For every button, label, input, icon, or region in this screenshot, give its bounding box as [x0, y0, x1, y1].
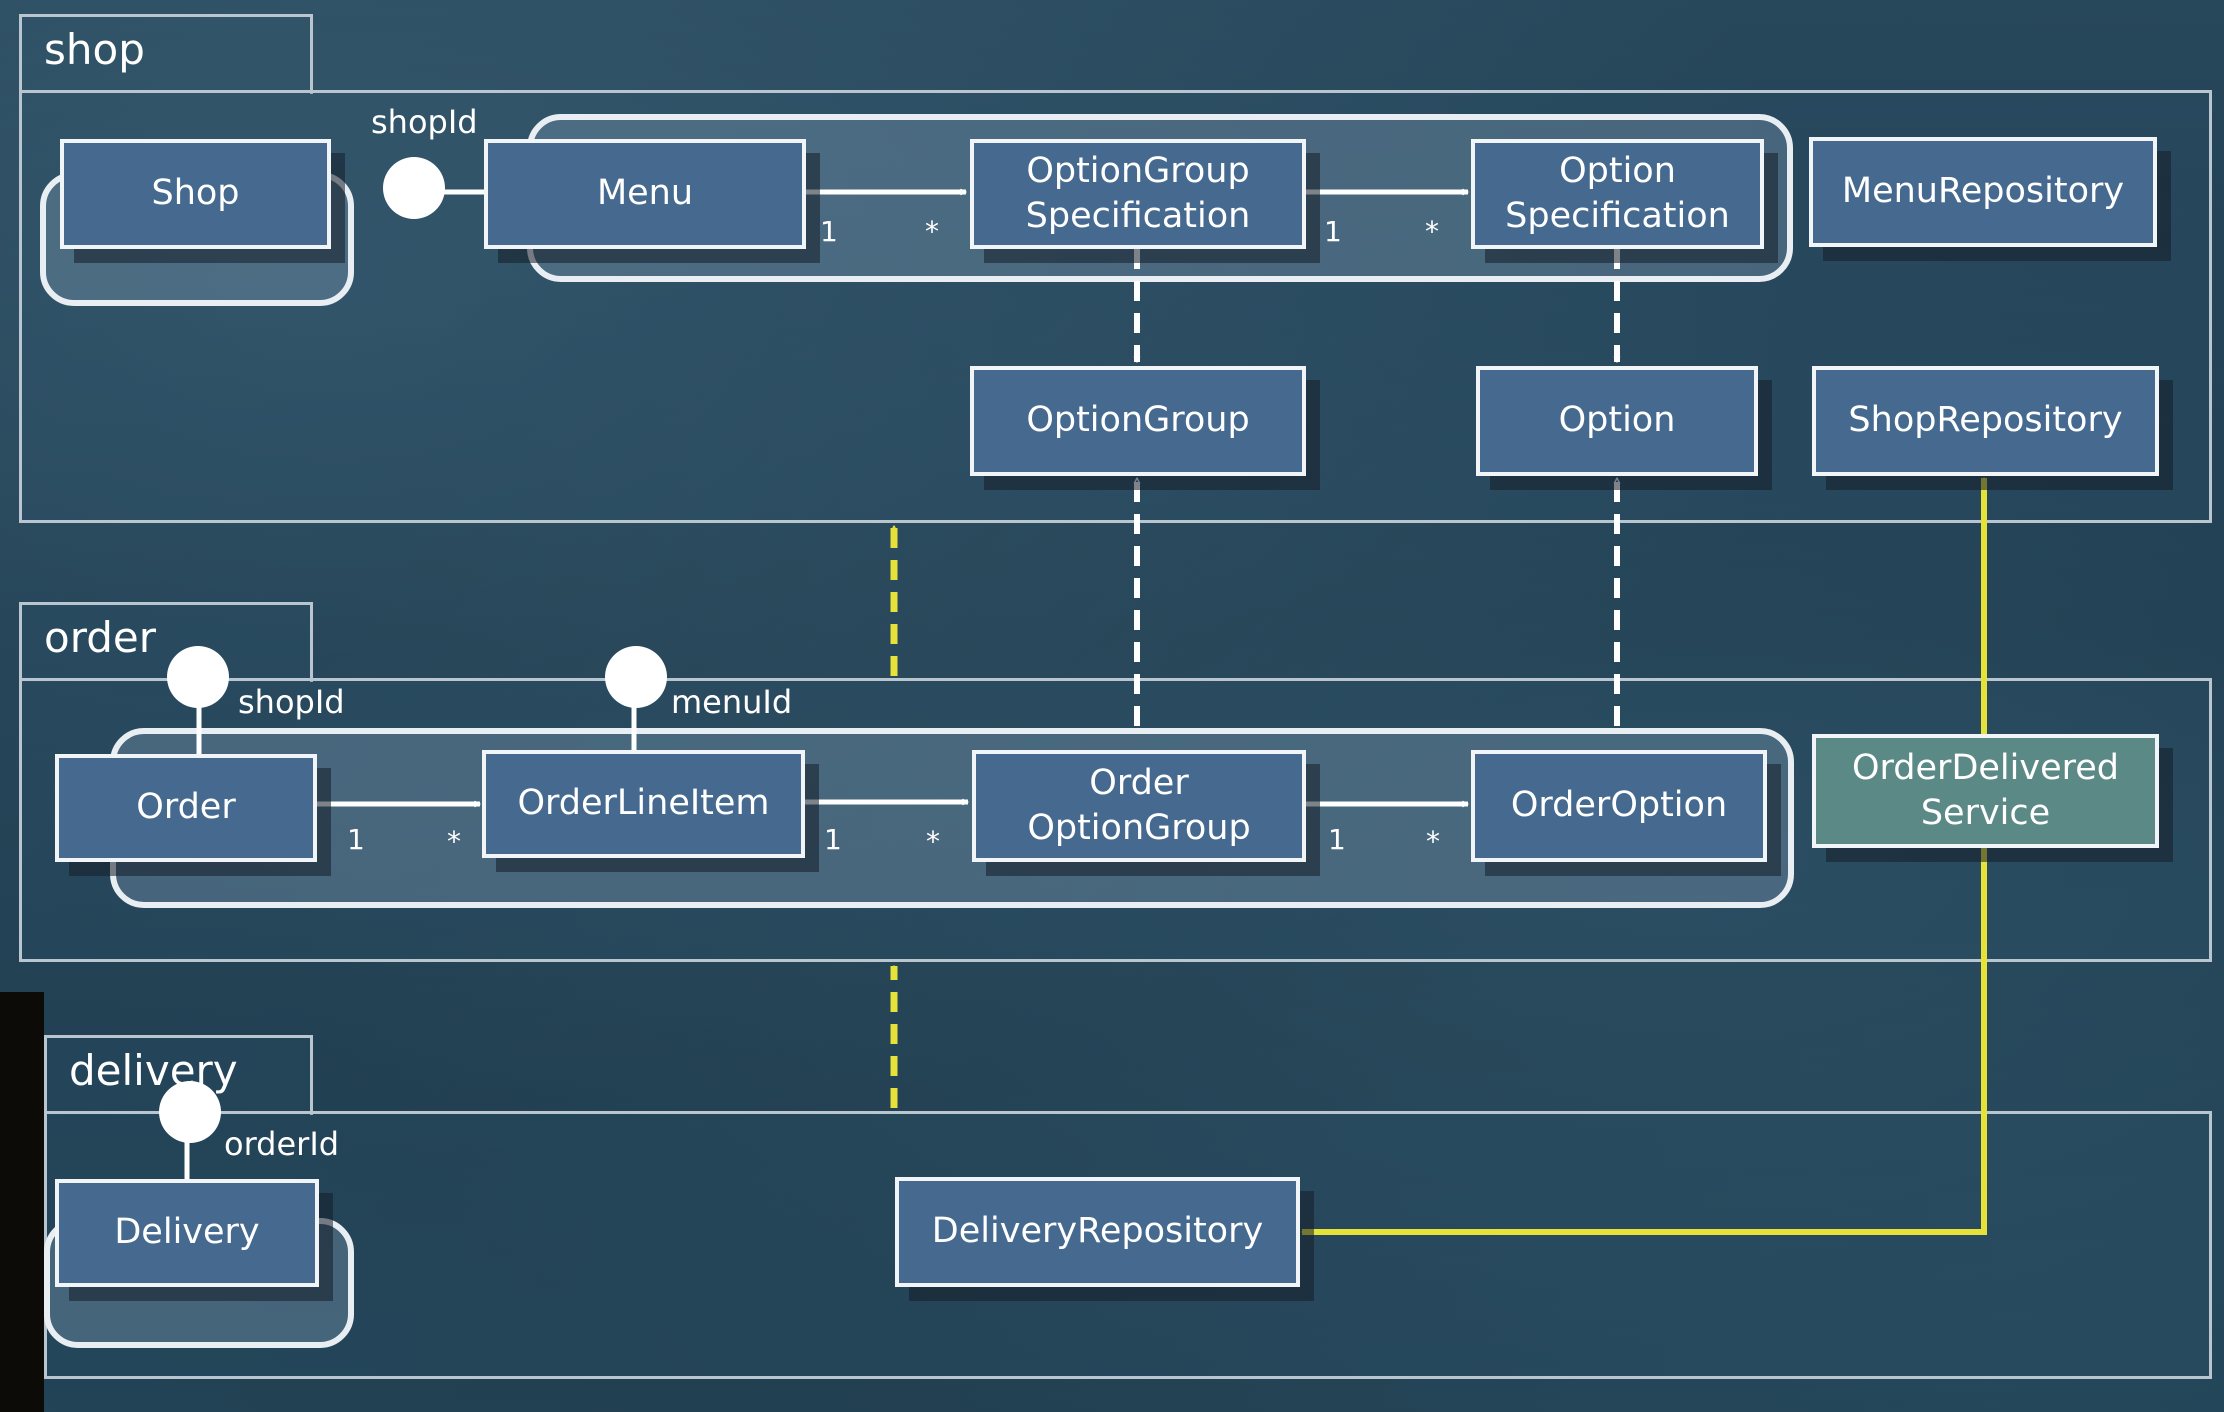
class-delivery-repository-label: DeliveryRepository: [931, 1211, 1264, 1252]
mult-orderoption-many: *: [1426, 825, 1440, 858]
class-delivery-repository[interactable]: DeliveryRepository: [895, 1177, 1300, 1287]
left-dark-band: [0, 992, 44, 1412]
mult-orderlineitem-1: 1: [824, 823, 842, 856]
class-option-group-label: OptionGroup: [1026, 400, 1250, 441]
class-shop-repository-label: ShopRepository: [1848, 400, 2123, 441]
class-option-specification[interactable]: Option Specification: [1471, 139, 1764, 249]
mult-menu-1: 1: [820, 215, 838, 248]
class-option-group[interactable]: OptionGroup: [970, 366, 1306, 476]
class-option-group-specification[interactable]: OptionGroup Specification: [970, 139, 1306, 249]
class-delivery[interactable]: Delivery: [55, 1179, 319, 1287]
class-order-line-item-label: OrderLineItem: [517, 783, 770, 824]
dep-service-deliveryrepository: [1302, 848, 1987, 1232]
class-option-label: Option: [1558, 400, 1676, 441]
mult-orderoptiongroup-1: 1: [1328, 823, 1346, 856]
port-label-order-menuid: menuId: [671, 683, 793, 721]
class-order-delivered-service[interactable]: OrderDelivered Service: [1812, 734, 2159, 848]
port-label-order-shopid: shopId: [238, 683, 345, 721]
class-order[interactable]: Order: [55, 754, 317, 862]
class-shop-repository[interactable]: ShopRepository: [1812, 366, 2159, 476]
class-delivery-label: Delivery: [114, 1212, 260, 1253]
mult-optionspec-many: *: [1425, 215, 1439, 248]
class-order-label: Order: [136, 787, 236, 828]
port-order-menuid: [605, 646, 667, 708]
class-option[interactable]: Option: [1476, 366, 1758, 476]
class-order-option[interactable]: OrderOption: [1471, 750, 1767, 862]
mult-orderoptiongroup-many: *: [926, 825, 940, 858]
package-delivery: [44, 1111, 2212, 1379]
port-order-shopid: [167, 646, 229, 708]
port-label-shopid: shopId: [371, 103, 478, 141]
class-shop[interactable]: Shop: [60, 139, 331, 249]
mult-optiongroupspec-many: *: [925, 215, 939, 248]
class-option-specification-label: Option Specification: [1505, 150, 1730, 237]
package-tab-shop: shop: [19, 14, 313, 94]
package-label-shop: shop: [44, 25, 145, 74]
class-order-option-label: OrderOption: [1510, 785, 1728, 826]
mult-order-1: 1: [347, 823, 365, 856]
package-label-delivery: delivery: [69, 1046, 238, 1095]
class-order-option-group[interactable]: Order OptionGroup: [972, 750, 1306, 862]
class-menu-repository-label: MenuRepository: [1841, 171, 2125, 212]
class-shop-label: Shop: [151, 173, 240, 214]
mult-optiongroupspec-1: 1: [1324, 215, 1342, 248]
port-label-delivery-orderid: orderId: [224, 1125, 340, 1163]
port-delivery-orderid: [159, 1081, 221, 1143]
class-menu[interactable]: Menu: [484, 139, 806, 249]
class-option-group-specification-label: OptionGroup Specification: [1025, 150, 1251, 237]
class-order-delivered-service-label: OrderDelivered Service: [1851, 747, 2119, 834]
package-label-order: order: [44, 613, 156, 662]
class-order-option-group-label: Order OptionGroup: [1027, 762, 1251, 849]
class-order-line-item[interactable]: OrderLineItem: [482, 750, 805, 858]
mult-orderlineitem-many: *: [447, 825, 461, 858]
port-shopid: [383, 157, 445, 219]
class-menu-repository[interactable]: MenuRepository: [1809, 137, 2157, 247]
package-tab-order: order: [19, 602, 313, 682]
class-menu-label: Menu: [596, 173, 694, 214]
